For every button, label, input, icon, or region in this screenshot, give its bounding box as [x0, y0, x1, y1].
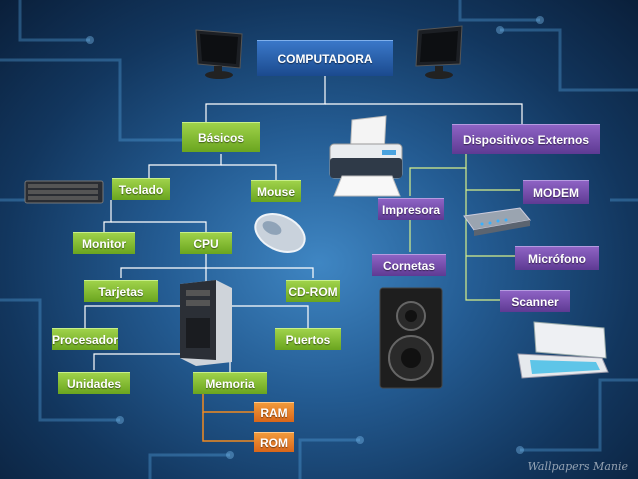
node-dispositivos-externos-label: Dispositivos Externos	[462, 132, 590, 147]
node-tarjetas: Tarjetas	[84, 280, 158, 302]
node-rom-label: ROM	[260, 435, 288, 450]
connector-externos-impresora	[409, 154, 467, 196]
node-ram: RAM	[254, 402, 294, 422]
monitor-icon	[195, 29, 243, 79]
node-cornetas-label: Cornetas	[382, 258, 435, 273]
connector-memoria-rom	[202, 412, 254, 442]
node-cpu-label: CPU	[193, 236, 219, 251]
connector-teclado-monitor	[103, 200, 112, 232]
node-puertos-label: Puertos	[285, 332, 331, 347]
node-cdrom: CD-ROM	[286, 280, 340, 302]
monitor-icon	[415, 25, 463, 79]
node-memoria-label: Memoria	[205, 376, 255, 391]
connector-basicos-teclado	[148, 154, 222, 178]
node-impresora: Impresora	[378, 198, 444, 220]
node-tarjetas-label: Tarjetas	[98, 284, 144, 299]
connector-root-externos	[325, 103, 523, 124]
node-rom: ROM	[254, 432, 294, 452]
watermark: Wallpapers Manie	[527, 460, 628, 473]
node-cornetas: Cornetas	[372, 254, 446, 276]
connector-cpu-tarjetas	[120, 254, 207, 278]
node-unidades-label: Unidades	[66, 376, 121, 391]
node-mouse: Mouse	[251, 180, 301, 202]
node-basicos: Básicos	[182, 122, 260, 152]
node-unidades: Unidades	[58, 372, 130, 394]
printer-icon	[329, 115, 403, 197]
node-cdrom-label: CD-ROM	[288, 284, 338, 299]
connector-memoria-ram	[202, 394, 254, 413]
node-modem: MODEM	[523, 180, 589, 204]
mouse-icon	[254, 213, 306, 253]
node-microfono: Micrófono	[515, 246, 599, 270]
node-mouse-label: Mouse	[256, 184, 295, 199]
node-puertos: Puertos	[275, 328, 341, 350]
node-procesador-label: Procesador	[51, 332, 119, 347]
node-cpu: CPU	[180, 232, 232, 254]
connector-teclado-cpu	[111, 221, 207, 232]
scanner-icon	[517, 321, 609, 379]
node-microfono-label: Micrófono	[528, 251, 586, 266]
node-basicos-label: Básicos	[197, 130, 245, 145]
connector-basicos-mouse	[221, 164, 277, 180]
node-scanner-label: Scanner	[511, 294, 559, 309]
keyboard-icon	[24, 180, 104, 204]
node-impresora-label: Impresora	[381, 202, 441, 217]
node-teclado-label: Teclado	[118, 182, 164, 197]
connector-cpu-puertos	[206, 305, 309, 328]
connector-externos-trunk	[465, 168, 500, 301]
node-procesador: Procesador	[52, 328, 118, 350]
node-modem-label: MODEM	[533, 185, 579, 200]
node-monitor: Monitor	[73, 232, 135, 254]
node-computadora: COMPUTADORA	[257, 40, 393, 76]
connector-root-basicos	[205, 76, 326, 122]
node-ram-label: RAM	[260, 405, 288, 420]
node-scanner: Scanner	[500, 290, 570, 312]
node-dispositivos-externos: Dispositivos Externos	[452, 124, 600, 154]
modem-icon	[463, 207, 531, 236]
node-monitor-label: Monitor	[82, 236, 126, 251]
speaker-icon	[379, 287, 443, 389]
connector-cpu-cdrom	[206, 267, 314, 278]
node-teclado: Teclado	[112, 178, 170, 200]
node-computadora-label: COMPUTADORA	[277, 51, 373, 66]
cpu-tower-icon	[180, 280, 232, 366]
node-memoria: Memoria	[193, 372, 267, 394]
